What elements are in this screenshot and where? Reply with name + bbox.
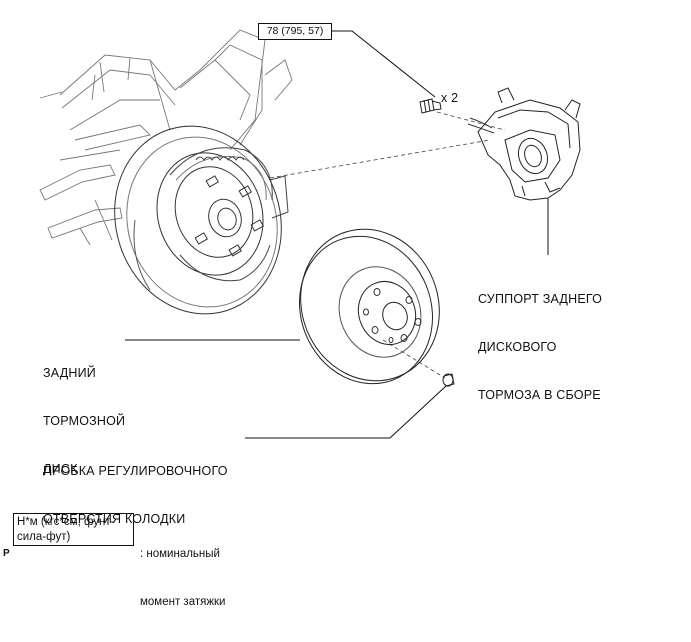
alignment-lines	[269, 111, 506, 379]
plug-label-line: ПРОБКА РЕГУЛИРОВОЧНОГО	[43, 464, 228, 478]
legend-box-line: сила-фут)	[17, 531, 71, 543]
disc-label: ЗАДНИЙ ТОРМОЗНОЙ ДИСК	[43, 333, 125, 509]
caliper-label-line: СУППОРТ ЗАДНЕГО	[478, 292, 603, 306]
suspension-sketch	[39, 29, 293, 246]
disc-label-line: ДИСК	[43, 462, 78, 476]
disc-label-line: ТОРМОЗНОЙ	[43, 414, 126, 428]
torque-spec-box: 78 (795, 57)	[258, 23, 332, 40]
plug-label: ПРОБКА РЕГУЛИРОВОЧНОГО ОТВЕРСТИЯ КОЛОДКИ	[43, 431, 228, 559]
caliper-label-line: ТОРМОЗА В СБОРЕ	[478, 388, 601, 402]
exploded-view-diagram: 78 (795, 57) x 2 СУППОРТ ЗАДНЕГО ДИСКОВО…	[3, 23, 602, 608]
hole-plug	[442, 373, 455, 387]
legend-box-line: Н*м (кгс*см, фунт-	[17, 516, 115, 528]
brake-assembly-drawing	[39, 29, 581, 439]
bolt-quantity-label: x 2	[441, 91, 459, 105]
torque-legend-description: : номинальный момент затяжки	[140, 514, 225, 642]
brake-disc	[299, 228, 440, 385]
disc-label-line: ЗАДНИЙ	[43, 366, 96, 380]
torque-legend-box: Н*м (кгс*см, фунт- сила-фут)	[13, 513, 134, 546]
corner-mark: P	[3, 548, 10, 559]
caliper-label: СУППОРТ ЗАДНЕГО ДИСКОВОГО ТОРМОЗА В СБОР…	[478, 259, 602, 435]
legend-description-line: момент затяжки	[140, 596, 226, 608]
caliper-bolt	[419, 98, 442, 114]
caliper-assembly	[467, 87, 581, 201]
backing-plate	[114, 125, 289, 315]
legend-description-line: : номинальный	[140, 548, 220, 560]
leader-lines	[125, 30, 549, 439]
caliper-label-line: ДИСКОВОГО	[478, 340, 557, 354]
plug-label-line: ОТВЕРСТИЯ КОЛОДКИ	[43, 512, 186, 526]
